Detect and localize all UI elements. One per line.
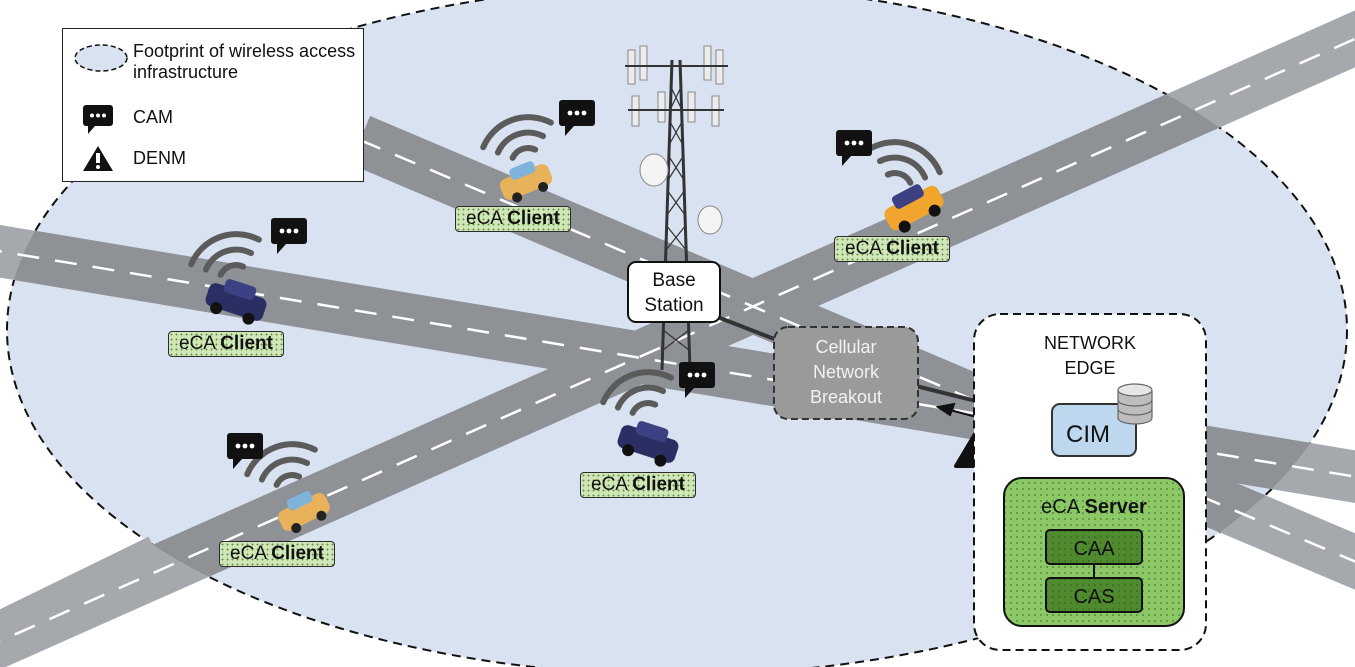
- eca-client-label: eCA Client: [580, 472, 696, 498]
- breakout-line2: Network: [813, 362, 880, 382]
- base-station-line2: Station: [644, 295, 703, 316]
- cas-label: CAS: [1073, 586, 1114, 608]
- car-icon: [278, 491, 330, 534]
- car-icon: [499, 161, 553, 203]
- network-edge-title-line2: EDGE: [1064, 358, 1115, 378]
- legend-cam-text: CAM: [133, 107, 173, 127]
- cim-box: [1051, 403, 1137, 457]
- wifi-signals: [188, 114, 943, 488]
- speech-bubble-icon: [227, 433, 263, 469]
- footprint-legend-icon: [74, 44, 128, 72]
- eca-client-label: eCA Client: [219, 541, 335, 567]
- car-icon: [205, 279, 267, 325]
- breakout-line3: Breakout: [810, 387, 882, 407]
- base-station-line1: Base: [652, 270, 695, 291]
- caa-label: CAA: [1073, 538, 1115, 560]
- breakout-box: [773, 326, 919, 420]
- base-station-box: [627, 261, 721, 323]
- wifi-signal-icon: [869, 139, 943, 186]
- wifi-signal-icon: [600, 369, 674, 416]
- eca-server-label: eCA Server: [1041, 496, 1147, 518]
- speech-bubble-icon: [836, 130, 872, 166]
- car-icon: [617, 421, 679, 467]
- eca-client-label: eCA Client: [834, 236, 950, 262]
- legend-denm-text: DENM: [133, 148, 186, 168]
- legend: Footprint of wireless access infrastruct…: [62, 28, 364, 182]
- cam-bubbles: [227, 100, 872, 469]
- wifi-signal-icon: [244, 441, 318, 488]
- cim-label: CIM: [1066, 421, 1110, 448]
- breakout-line1: Cellular: [815, 337, 876, 357]
- car-icon: [884, 184, 944, 233]
- speech-bubble-icon: [83, 105, 113, 134]
- cars: [205, 161, 944, 534]
- speech-bubble-icon: [271, 218, 307, 254]
- network-edge-title-line1: NETWORK: [1044, 333, 1136, 353]
- eca-client-label: eCA Client: [455, 206, 571, 232]
- wifi-signal-icon: [480, 114, 554, 161]
- legend-footprint-text: Footprint of wireless access infrastruct…: [133, 41, 356, 82]
- warning-triangle-icon: [83, 146, 113, 171]
- wifi-signal-icon: [188, 231, 262, 278]
- database-icon: [1117, 383, 1153, 425]
- speech-bubble-icon: [679, 362, 715, 398]
- eca-client-label: eCA Client: [168, 331, 284, 357]
- speech-bubble-icon: [559, 100, 595, 136]
